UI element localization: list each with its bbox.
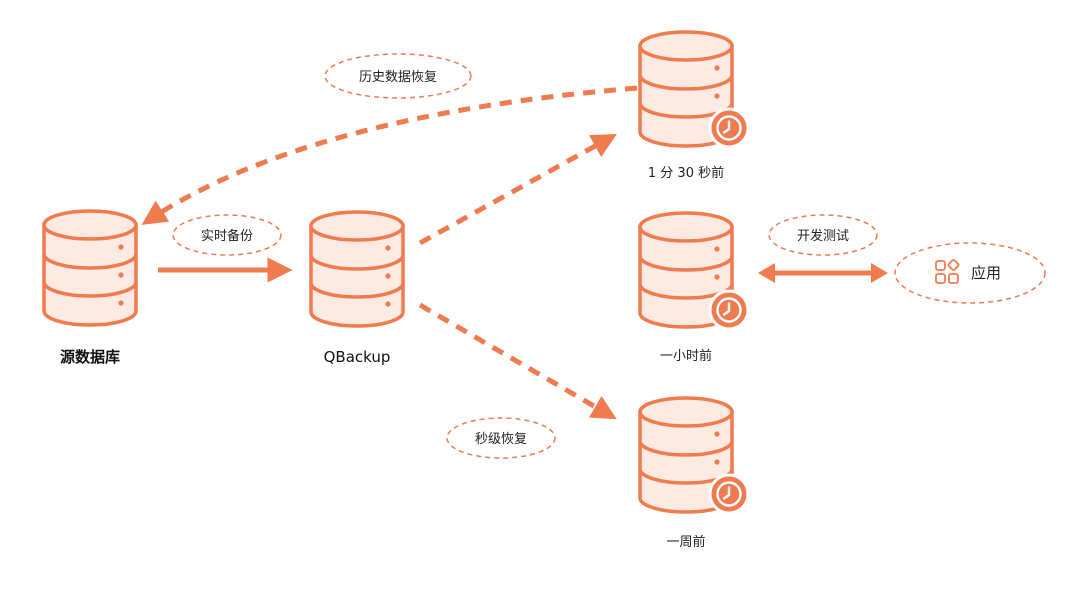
qbackup-node: QBackup (309, 210, 405, 366)
source-database-node: 源数据库 (42, 209, 138, 366)
clock-icon (708, 107, 750, 149)
second-restore-label: 秒级恢复 (475, 432, 527, 447)
apps-grid-icon (935, 259, 960, 284)
history-restore-pill: 历史数据恢复 (324, 53, 472, 99)
dev-test-label: 开发测试 (797, 228, 849, 244)
dev-test-pill: 开发测试 (768, 214, 878, 256)
backup-to-snapshot-1-edge (418, 133, 617, 246)
snapshot-node-3: 一周前 (638, 396, 750, 550)
clock-icon (708, 289, 750, 331)
history-restore-edge (141, 85, 638, 225)
database-icon (309, 210, 405, 328)
application-node: 应用 (894, 242, 1046, 304)
second-restore-pill: 秒级恢复 (446, 417, 556, 459)
dev-test-edge (758, 263, 888, 283)
backup-to-snapshot-3-edge (418, 302, 617, 420)
database-icon (42, 209, 138, 327)
snapshot-3-label: 一周前 (666, 534, 705, 550)
snapshot-node-2: 一小时前 (638, 211, 750, 364)
snapshot-node-1: 1 分 30 秒前 (638, 30, 750, 181)
history-restore-label: 历史数据恢复 (359, 70, 437, 85)
realtime-backup-label: 实时备份 (201, 228, 253, 244)
snapshot-1-label: 1 分 30 秒前 (648, 165, 724, 181)
source-database-label: 源数据库 (60, 348, 120, 366)
realtime-backup-pill: 实时备份 (172, 214, 282, 256)
qbackup-label: QBackup (324, 348, 391, 366)
snapshot-2-label: 一小时前 (660, 348, 712, 364)
clock-icon (708, 473, 750, 515)
application-label: 应用 (971, 264, 1001, 282)
